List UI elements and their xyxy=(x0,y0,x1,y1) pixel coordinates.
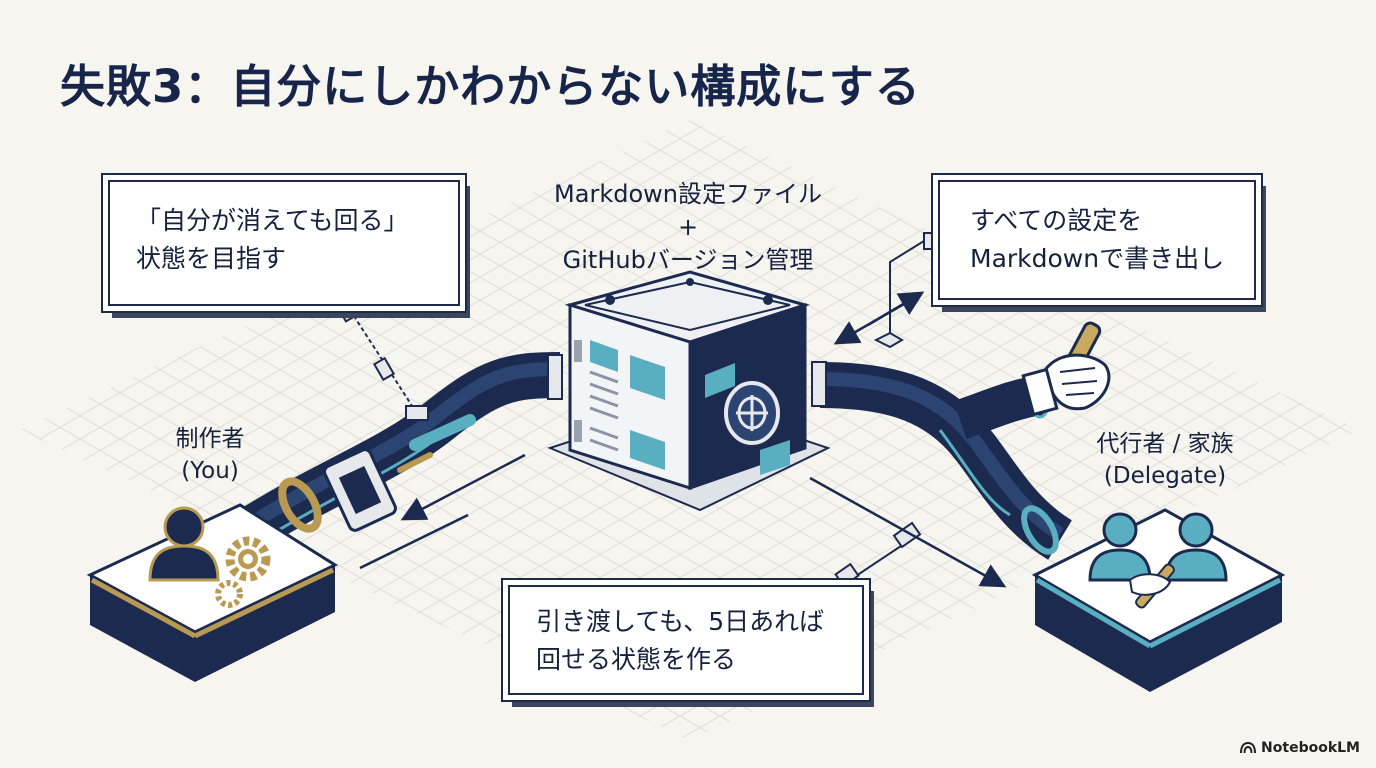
right-callout: すべての設定を Markdownで書き出し xyxy=(938,180,1256,300)
left-pipe xyxy=(237,352,563,550)
arrow-left-down xyxy=(359,513,469,570)
center-label-line-2: + xyxy=(677,213,699,241)
delegate-label-name: 代行者 / 家族 xyxy=(1096,431,1234,457)
center-label: Markdown設定ファイル + GitHubバージョン管理 xyxy=(528,178,848,277)
config-cube xyxy=(547,270,831,512)
creator-user-icon xyxy=(148,506,220,582)
gear-icon xyxy=(215,536,271,608)
arrow-left-up xyxy=(400,453,526,521)
center-label-line-3: GitHubバージョン管理 xyxy=(562,246,814,274)
creator-label-name: 制作者 xyxy=(175,426,245,452)
creator-label: 制作者 (You) xyxy=(150,423,270,487)
handshake-baton-icon xyxy=(1128,563,1175,609)
left-callout-line-1: 「自分が消えても回る」 xyxy=(136,206,409,235)
delegate-label: 代行者 / 家族 (Delegate) xyxy=(1070,428,1260,492)
bottom-callout: 引き渡しても、5日あれば 回せる状態を作る xyxy=(508,585,864,695)
left-callout-line-2: 状態を目指す xyxy=(136,244,287,273)
creator-label-role: (You) xyxy=(181,458,239,484)
flow-arrows xyxy=(359,291,1007,588)
left-callout: 「自分が消えても回る」 状態を目指す xyxy=(108,180,460,306)
arrow-right-down xyxy=(809,476,1007,588)
delegate-users-icon xyxy=(1088,512,1228,582)
bottom-callout-line-2: 回せる状態を作る xyxy=(536,645,737,674)
center-label-line-1: Markdown設定ファイル xyxy=(554,180,822,208)
notebooklm-logo-icon xyxy=(1240,742,1257,754)
page-title: 失敗3：自分にしかわからない構成にする xyxy=(60,60,921,113)
brand-name: NotebookLM xyxy=(1261,740,1360,756)
arrow-right-up-b xyxy=(867,291,925,327)
right-pipe xyxy=(811,361,1073,560)
right-callout-line-2: Markdownで書き出し xyxy=(970,244,1225,273)
brand-watermark: NotebookLM xyxy=(1240,740,1360,756)
right-callout-line-1: すべての設定を xyxy=(970,206,1143,235)
bottom-callout-line-1: 引き渡しても、5日あれば xyxy=(536,607,825,636)
delegate-label-role: (Delegate) xyxy=(1103,463,1227,489)
hand-baton-icon xyxy=(1021,321,1111,417)
right-callout-connector xyxy=(873,232,939,349)
